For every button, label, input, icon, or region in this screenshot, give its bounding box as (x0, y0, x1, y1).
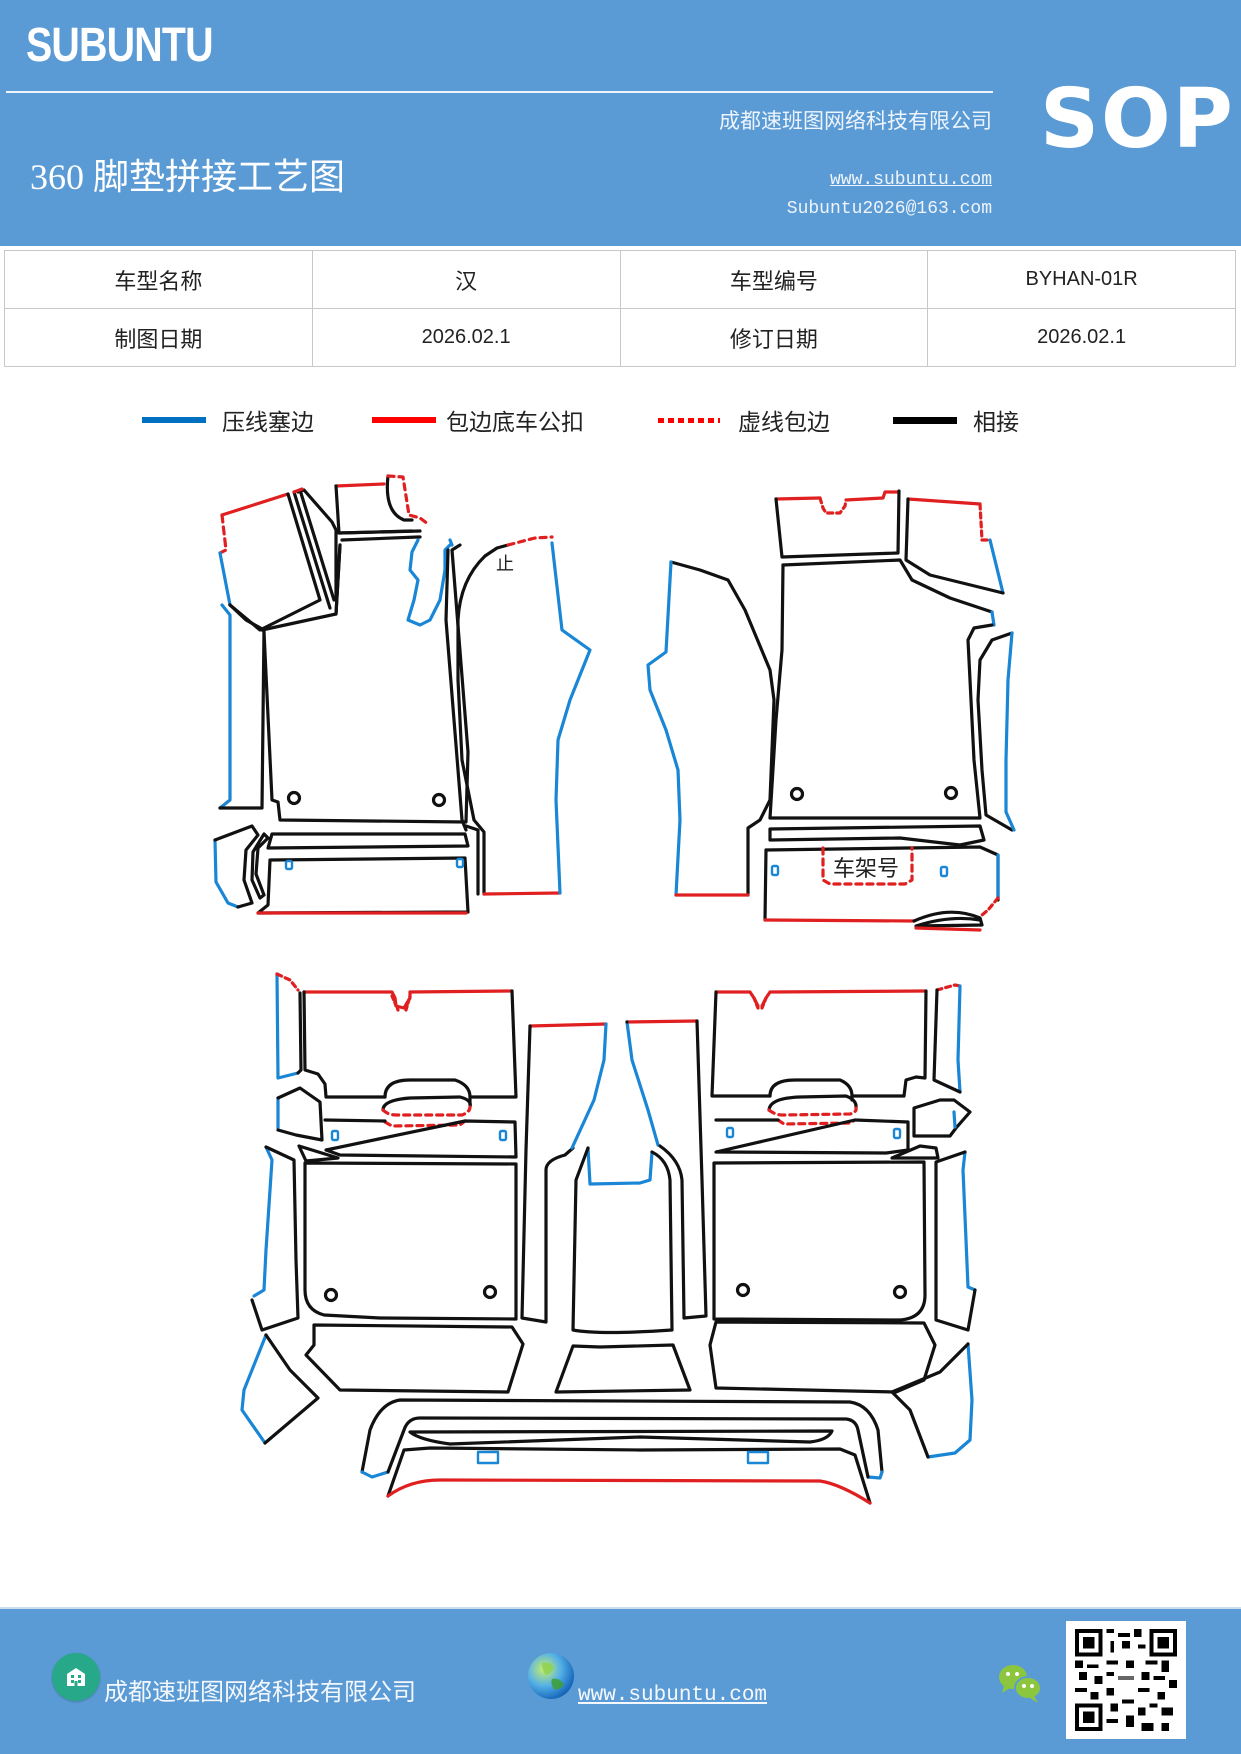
page-title: 360 脚垫拼接工艺图 (30, 157, 346, 197)
globe-icon (528, 1653, 574, 1699)
footer-website[interactable]: www.subuntu.com (528, 1653, 767, 1707)
header-company-name: 成都速班图网络科技有限公司 (719, 109, 992, 133)
revision-date-label: 修订日期 (619, 308, 929, 367)
legend-label: 虚线包边 (738, 410, 830, 435)
qr-code[interactable] (1066, 1621, 1186, 1739)
legend-item-edge-wrap: 包边底车公扣 (372, 400, 584, 440)
line-legend: 压线塞边 包边底车公扣 虚线包边 相接 (0, 400, 1241, 440)
page-footer: 成都速班图网络科技有限公司 www.subuntu.com (0, 1607, 1241, 1754)
brand-logo: SUBUNTU (26, 19, 213, 72)
floor-mat-diagram: 止 (0, 450, 1241, 1600)
drawing-date-value: 2026.02.1 (311, 308, 621, 367)
revision-date-value: 2026.02.1 (927, 308, 1236, 367)
header-divider (6, 91, 993, 93)
rear-bottom-mat (360, 1398, 884, 1505)
stop-mark: 止 (496, 554, 514, 574)
building-icon (52, 1653, 100, 1701)
rear-right-mat (625, 983, 977, 1459)
legend-label: 压线塞边 (222, 410, 314, 435)
wechat-icon[interactable] (996, 1661, 1044, 1705)
footer-company-name: 成都速班图网络科技有限公司 (104, 1680, 416, 1706)
footer-website-link[interactable]: www.subuntu.com (578, 1684, 768, 1707)
model-code-label: 车型编号 (619, 250, 929, 309)
model-name-label: 车型名称 (4, 250, 313, 309)
model-code-value: BYHAN-01R (927, 250, 1236, 309)
red-solid-line-swatch (372, 417, 436, 423)
legend-label: 包边底车公扣 (446, 410, 584, 435)
front-left-mat: 止 (213, 474, 592, 915)
floor-mat-svg: 止 (213, 474, 1016, 1505)
legend-item-dotted-wrap: 虚线包边 (658, 400, 830, 440)
sop-badge: SOP (1040, 72, 1235, 167)
table-row: 车型名称 汉 车型编号 BYHAN-01R (4, 250, 1236, 309)
red-dotted-line-swatch (658, 417, 720, 423)
drawing-date-label: 制图日期 (4, 308, 313, 367)
black-solid-line-swatch (893, 416, 957, 424)
header-email: Subuntu2026@163.com (786, 199, 992, 219)
rear-center-mat (554, 1019, 708, 1394)
model-name-value: 汉 (311, 250, 621, 309)
building-glyph (67, 1668, 85, 1686)
front-right-mat: 车架号 (646, 489, 1016, 932)
legend-label: 相接 (973, 410, 1019, 435)
frame-number-label: 车架号 (833, 857, 899, 882)
legend-item-press-line: 压线塞边 (142, 400, 314, 440)
page-header: SUBUNTU 360 脚垫拼接工艺图 成都速班图网络科技有限公司 www.su… (0, 0, 1241, 246)
table-row: 制图日期 2026.02.1 修订日期 2026.02.1 (4, 308, 1236, 367)
vehicle-info-table: 车型名称 汉 车型编号 BYHAN-01R 制图日期 2026.02.1 修订日… (4, 250, 1236, 367)
header-website-link[interactable]: www.subuntu.com (829, 170, 992, 190)
blue-solid-line-swatch (142, 417, 206, 423)
rear-left-mat (240, 972, 608, 1445)
footer-company: 成都速班图网络科技有限公司 (52, 1653, 416, 1707)
legend-item-join: 相接 (893, 400, 1019, 440)
